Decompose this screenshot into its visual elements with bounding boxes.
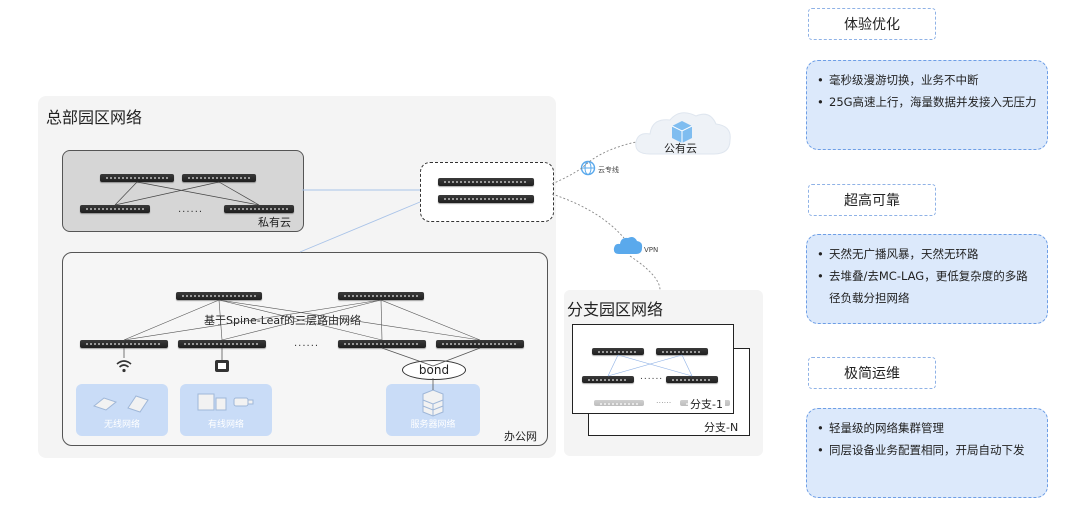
office-network-label: 办公网 <box>504 430 537 443</box>
office-leaf-switch-2 <box>178 340 266 348</box>
hq-title: 总部园区网络 <box>46 108 143 127</box>
branch-access-switch-1 <box>594 400 644 406</box>
server-network-tile: 服务器网络 <box>386 384 480 436</box>
ethernet-port-icon <box>215 360 229 372</box>
branch-leaf-switch-2 <box>666 376 718 383</box>
feature-operations-item-2: 同层设备业务配置相同，开局自动下发 <box>817 439 1037 461</box>
cloud-link-label: 云专线 <box>598 166 619 174</box>
branch-access-ellipsis: ...... <box>656 396 672 405</box>
feature-box-reliability: 天然无广播风暴，天然无环路 去堆叠/去MC-LAG，更低复杂度的多路径负载分担网… <box>806 234 1048 324</box>
branch-spine-switch-2 <box>656 348 708 355</box>
branch-n-label: 分支-N <box>704 421 739 434</box>
branch-1-label: 分支-1 <box>688 396 725 412</box>
globe-icon <box>580 160 596 176</box>
branch-title: 分支园区网络 <box>567 300 664 319</box>
private-cloud-ellipsis: ...... <box>178 204 204 215</box>
wired-network-label: 有线网络 <box>207 420 244 430</box>
wifi-icon <box>116 358 132 377</box>
private-cloud-label: 私有云 <box>258 216 291 229</box>
feature-box-experience: 毫秒级漫游切换，业务不中断 25G高速上行，海量数据并发接入无压力 <box>806 60 1048 150</box>
feature-title-reliability: 超高可靠 <box>808 184 936 216</box>
branch-spine-switch-1 <box>592 348 644 355</box>
feature-reliability-item-2: 去堆叠/去MC-LAG，更低复杂度的多路径负载分担网络 <box>817 265 1037 309</box>
office-ellipsis: ...... <box>294 338 320 349</box>
feature-box-operations: 轻量级的网络集群管理 同层设备业务配置相同，开局自动下发 <box>806 408 1048 498</box>
core-switch-2 <box>438 195 534 203</box>
private-leaf-switch-2 <box>224 205 294 213</box>
wireless-network-label: 无线网络 <box>103 420 140 430</box>
feature-title-experience: 体验优化 <box>808 8 936 40</box>
feature-experience-item-2: 25G高速上行，海量数据并发接入无压力 <box>817 91 1037 113</box>
vpn-cloud-icon <box>613 237 643 254</box>
feature-operations-item-1: 轻量级的网络集群管理 <box>817 417 1037 439</box>
core-switch-1 <box>438 178 534 186</box>
server-network-label: 服务器网络 <box>410 420 456 430</box>
wired-network-tile: 有线网络 <box>180 384 272 436</box>
branch-ellipsis: ...... <box>640 372 664 382</box>
office-spine-switch-2 <box>338 292 424 300</box>
office-spine-switch-1 <box>176 292 262 300</box>
desktop-camera-icon <box>197 393 254 411</box>
feature-reliability-item-1: 天然无广播风暴，天然无环路 <box>817 243 1037 265</box>
vpn-label: VPN <box>644 246 659 254</box>
private-spine-switch-2 <box>182 174 256 182</box>
office-leaf-switch-1 <box>80 340 168 348</box>
private-leaf-switch-1 <box>80 205 150 213</box>
server-icon <box>422 389 444 417</box>
private-spine-switch-1 <box>100 174 174 182</box>
office-leaf-switch-4 <box>436 340 524 348</box>
branch-leaf-switch-1 <box>582 376 634 383</box>
wireless-network-tile: 无线网络 <box>76 384 168 436</box>
bond-ellipse: bond <box>402 360 466 380</box>
public-cloud-icon <box>635 112 731 155</box>
feature-title-operations: 极简运维 <box>808 357 936 389</box>
feature-experience-item-1: 毫秒级漫游切换，业务不中断 <box>817 69 1037 91</box>
laptop-icon <box>92 395 149 413</box>
public-cloud-label: 公有云 <box>664 142 697 155</box>
core-switch-box <box>420 162 554 222</box>
office-leaf-switch-3 <box>338 340 426 348</box>
fabric-label: 基于Spine-Leaf的三层路由网络 <box>204 314 362 327</box>
bond-label: bond <box>418 363 450 377</box>
